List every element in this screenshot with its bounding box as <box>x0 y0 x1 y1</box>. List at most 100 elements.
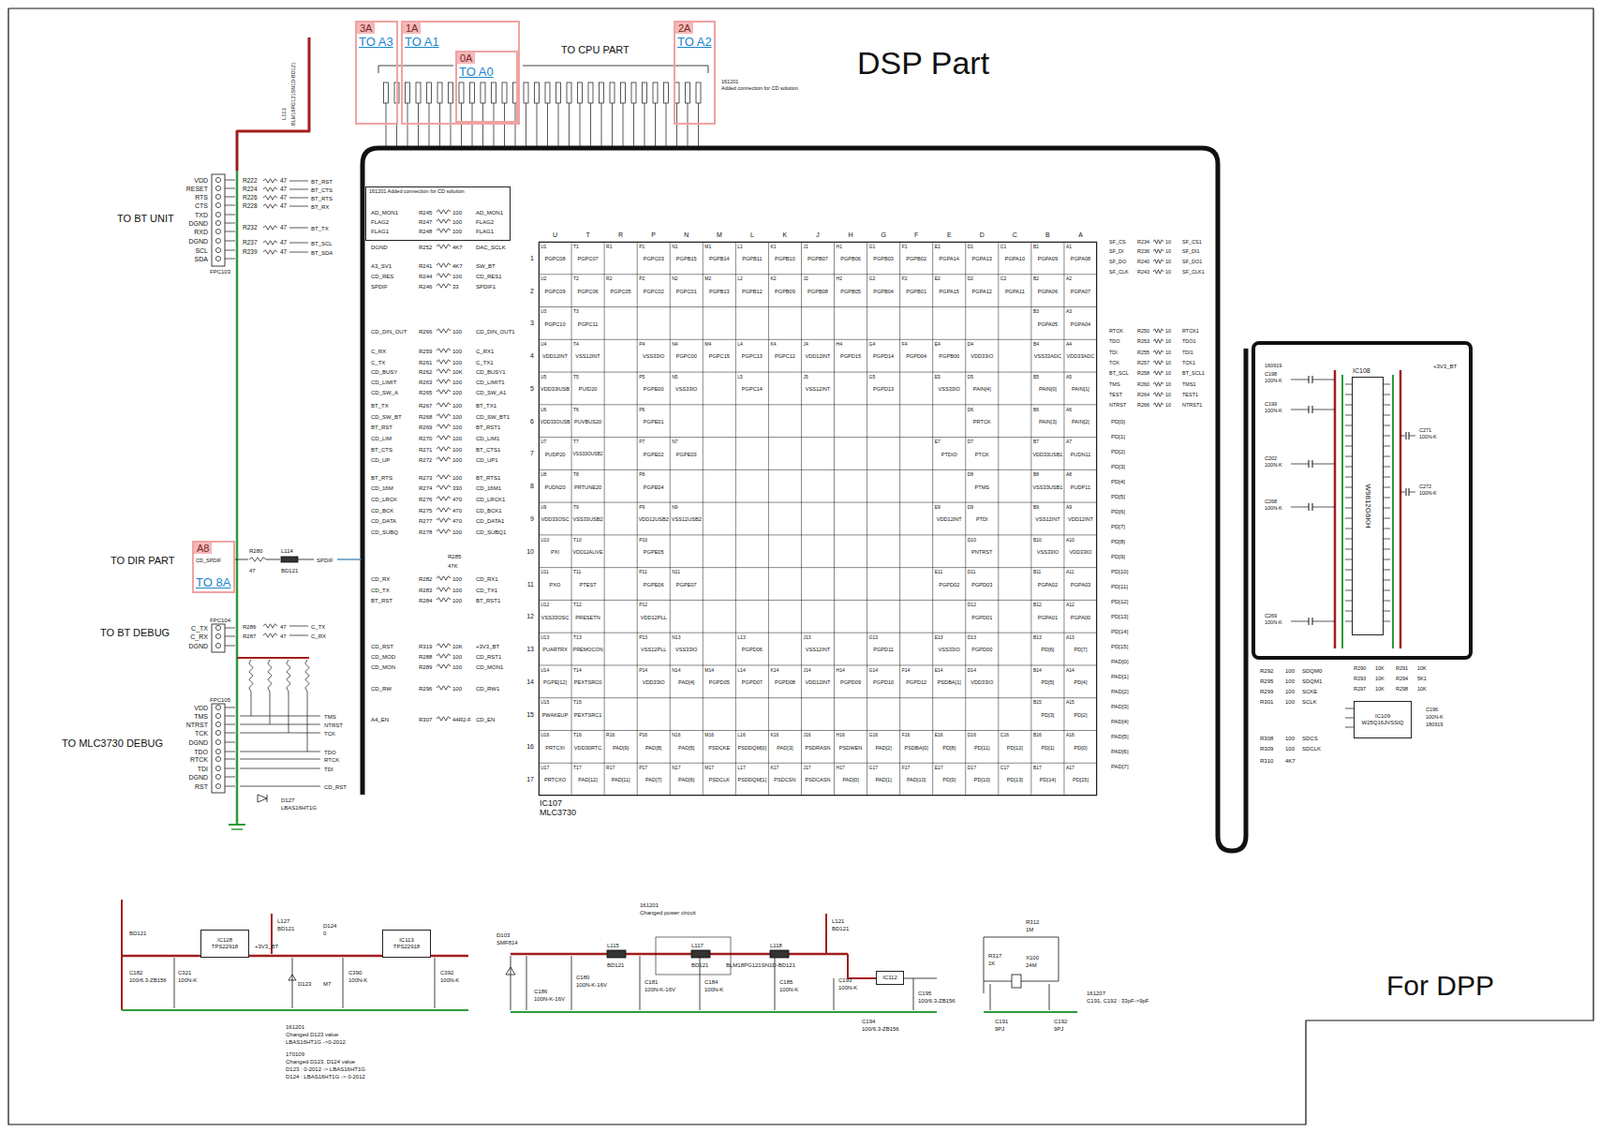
chip-ref: IC112 <box>882 974 898 981</box>
net-name: PD[11] <box>1111 583 1128 590</box>
resistor-symbol <box>436 507 451 512</box>
pin-stub <box>1345 600 1352 602</box>
ball-name: H4 <box>836 341 843 347</box>
ball-name: U15 <box>540 699 549 705</box>
grid-line <box>669 241 671 796</box>
net-name: BT_RST1 <box>475 597 501 604</box>
resistor-symbol <box>436 328 451 333</box>
resistor-value: 100 <box>452 457 462 463</box>
net-name: PD[12] <box>1111 598 1128 605</box>
pin-signal: PGPD12 <box>905 680 927 686</box>
net-name: CD_RX <box>370 576 390 582</box>
pin-name: SDA <box>194 255 208 263</box>
net-name: CD_MON1 <box>475 664 504 670</box>
pin-signal: PTEST <box>579 582 597 589</box>
ball-name: K1 <box>770 244 776 250</box>
pin-signal: PGPB00 <box>938 354 960 360</box>
revision-note: 161201 <box>285 1023 305 1030</box>
ball-name: D5 <box>967 374 974 380</box>
wire <box>239 715 321 717</box>
ball-name: N4 <box>671 341 678 347</box>
grid-line <box>538 306 1097 308</box>
pin-signal: PGPD05 <box>709 680 730 686</box>
ball-name: B7 <box>1033 439 1039 445</box>
net-name: TCK1 <box>1182 360 1196 367</box>
resistor-ref: R245 <box>418 209 432 216</box>
net-name: RTCK <box>324 756 340 763</box>
ball-name: M4 <box>704 341 712 347</box>
wire <box>224 785 236 787</box>
net-name: CD_DIN_OUT <box>370 328 407 335</box>
wire <box>482 103 484 147</box>
pin-signal: PEXTSRC1 <box>574 712 603 719</box>
pin-signal: PGPB01 <box>905 289 927 296</box>
diode-symbol <box>266 794 268 802</box>
resistor-symbol <box>436 664 451 668</box>
component-label: 100N-K-16V <box>533 995 565 1002</box>
net-name: PD[1] <box>1111 433 1126 440</box>
wire <box>239 724 321 726</box>
net-name: PD[13] <box>1111 613 1128 620</box>
pin-stub <box>1383 559 1391 561</box>
pin-signal: PAD[4] <box>678 680 695 686</box>
resistor-value: 4K7 <box>452 244 463 251</box>
component-label: D123 <box>297 980 312 987</box>
resistor-ref: R272 <box>418 457 432 463</box>
pin-signal: PEXTSRC0 <box>574 680 603 686</box>
resistor-ref: R265 <box>418 389 432 396</box>
net-name: AD_MON1 <box>475 209 504 216</box>
wire <box>239 785 321 787</box>
pin-name: TMS <box>193 712 208 720</box>
wire <box>307 691 309 752</box>
wire <box>903 977 937 979</box>
pin-name: CTS <box>194 202 208 209</box>
resistor-symbol <box>1153 239 1164 244</box>
ball-name: J5 <box>802 374 808 380</box>
pin-signal: PGPD06 <box>741 647 763 653</box>
ball-name: M17 <box>704 765 714 771</box>
pin-signal: PGPE02 <box>643 452 665 459</box>
pin-signal: VSS33IO <box>938 647 961 653</box>
net-name: CD_BCK <box>370 507 394 514</box>
resistor-value: 100 <box>452 273 462 280</box>
resistor-value: 47 <box>280 623 287 630</box>
wire <box>558 103 560 147</box>
wire <box>450 103 452 147</box>
ground-rail <box>983 1010 1078 1013</box>
pin-signal: PGPD01 <box>971 615 993 622</box>
component-label: L117 <box>691 942 704 949</box>
resistor-ref: R297 <box>1353 686 1366 693</box>
ball-name: J4 <box>802 341 808 347</box>
wire <box>224 741 236 743</box>
component-label: 100N-K <box>177 977 197 983</box>
wire <box>174 957 176 1008</box>
pin-circle <box>215 642 221 648</box>
resistor-value: 100 <box>452 474 462 481</box>
inductor-ref: L113 <box>281 107 287 120</box>
resistor-ref: R294 <box>1395 676 1408 682</box>
revision-note: 180919 <box>1425 722 1443 728</box>
pin-circle <box>215 237 221 243</box>
pin-circle <box>215 193 221 199</box>
grid-line <box>538 599 1097 601</box>
row-number: 10 <box>526 548 534 555</box>
pin-symbol <box>491 82 497 104</box>
ball-name: T11 <box>573 569 581 575</box>
column-letter: L <box>750 231 755 238</box>
resistor-symbol <box>1153 370 1164 375</box>
pin-signal: VDD12INT <box>936 517 963 523</box>
grid-line <box>637 241 638 796</box>
ball-name: A16 <box>1066 732 1075 738</box>
pin-signal: PREMOCON <box>573 647 604 652</box>
pin-signal: VDD33IO <box>642 680 666 686</box>
resistor-value: 100 <box>452 414 462 420</box>
pin-symbol <box>566 82 572 104</box>
pin-name: RXD <box>193 228 208 236</box>
ball-name: J17 <box>802 765 811 771</box>
pin-signal: PGPC09 <box>544 289 565 296</box>
ball-name: K17 <box>770 765 779 771</box>
ball-name: B13 <box>1033 635 1042 640</box>
resistor-value: 10 <box>1165 339 1171 345</box>
net-name: PD[8] <box>1111 538 1126 545</box>
pin-signal: PGPB10 <box>774 256 796 263</box>
